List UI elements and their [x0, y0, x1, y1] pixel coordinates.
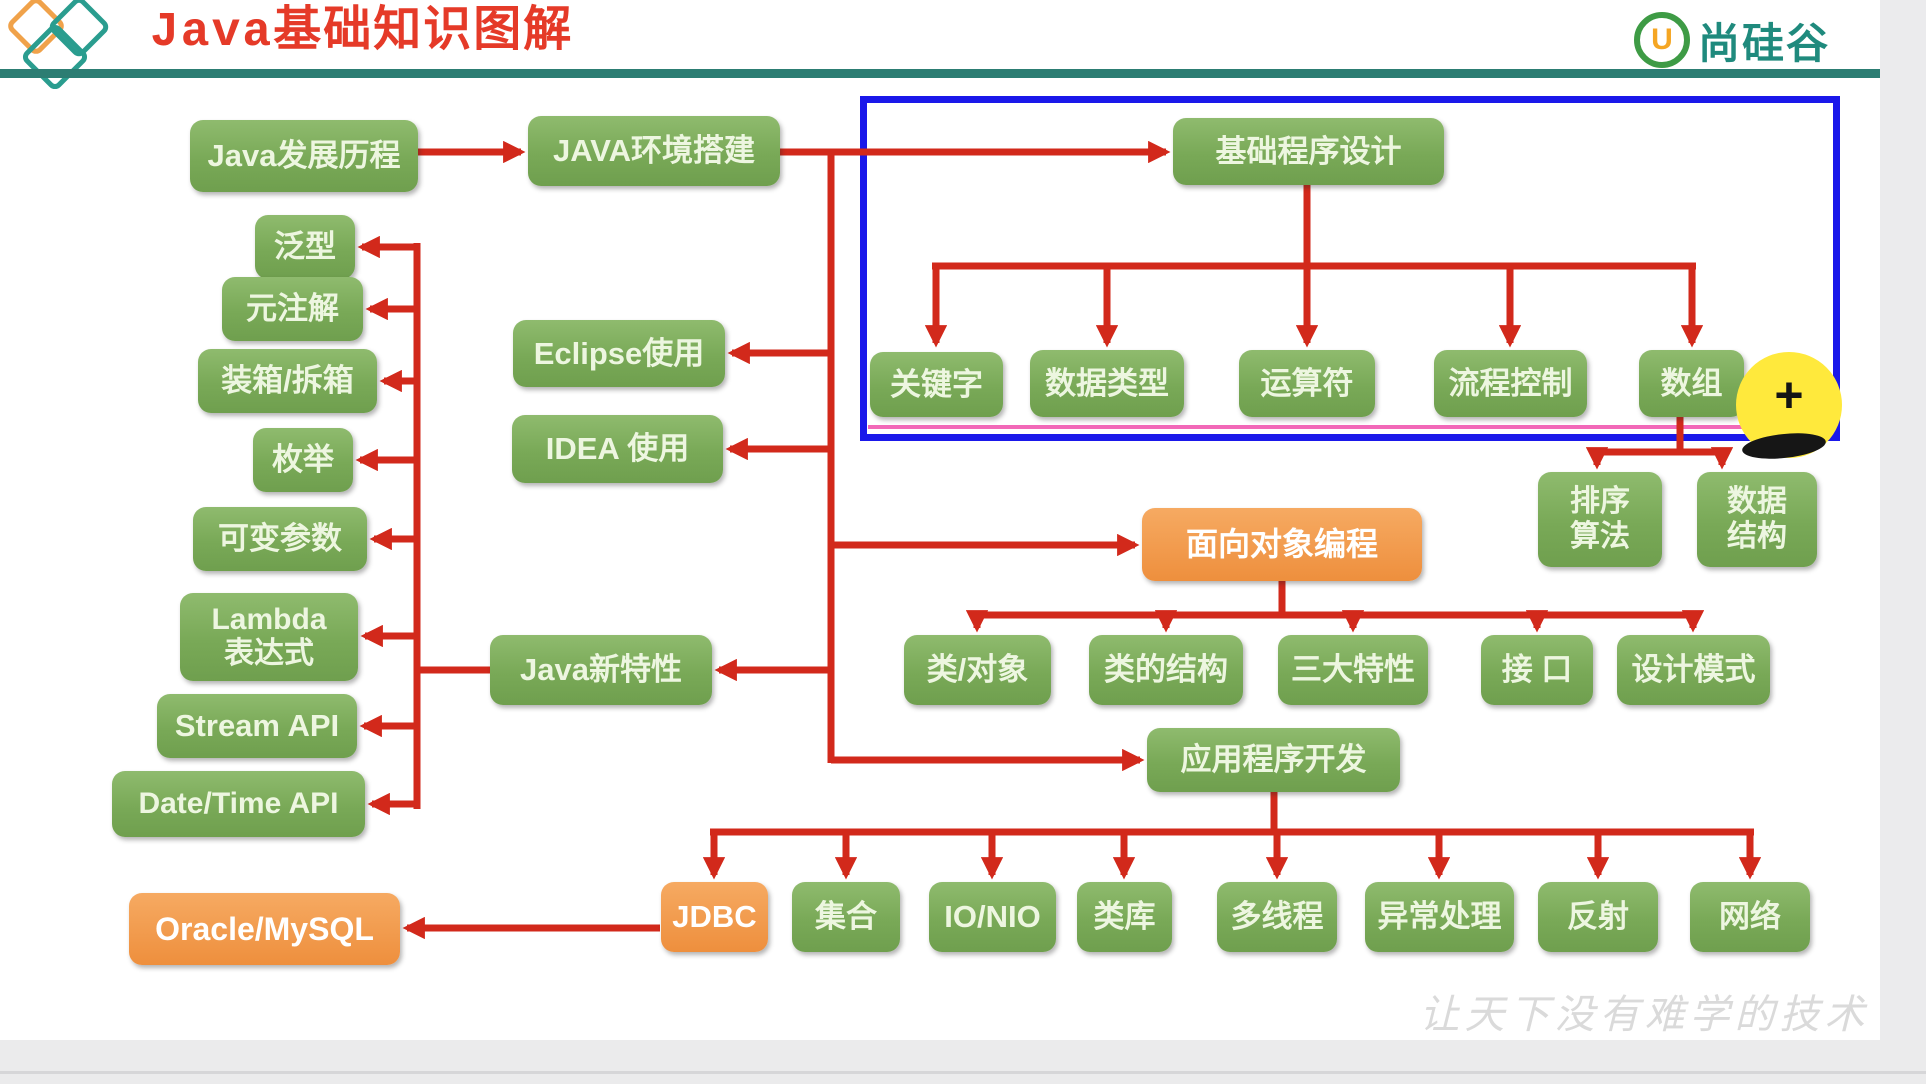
- node-env-setup: JAVA环境搭建: [528, 116, 780, 186]
- node-data-types: 数据类型: [1030, 350, 1184, 417]
- node-keywords: 关键字: [870, 352, 1003, 417]
- bottom-divider-line: [0, 1071, 1926, 1074]
- pink-annotation-line: [868, 425, 1832, 429]
- node-enumeration: 枚举: [253, 428, 353, 492]
- node-multithreading: 多线程: [1217, 882, 1337, 952]
- page-title: Java基础知识图解: [150, 6, 574, 60]
- node-interface: 接 口: [1481, 635, 1593, 705]
- node-exception-handling: 异常处理: [1365, 882, 1514, 952]
- node-app-dev: 应用程序开发: [1147, 728, 1400, 792]
- node-flow-control: 流程控制: [1434, 350, 1587, 417]
- brand-name: 尚硅谷: [1698, 19, 1831, 67]
- node-new-features: Java新特性: [490, 635, 712, 705]
- node-data-structures: 数据 结构: [1697, 472, 1817, 567]
- node-java-history: Java发展历程: [190, 120, 418, 192]
- node-oop: 面向对象编程: [1142, 508, 1422, 581]
- node-three-features: 三大特性: [1278, 635, 1428, 705]
- node-sorting-algorithms: 排序 算法: [1538, 472, 1662, 567]
- header-divider: [0, 69, 1880, 78]
- node-reflection: 反射: [1538, 882, 1658, 952]
- node-meta-annotation: 元注解: [222, 277, 363, 341]
- node-operators: 运算符: [1239, 350, 1375, 417]
- node-arrays: 数组: [1639, 350, 1744, 417]
- node-jdbc: JDBC: [661, 882, 768, 952]
- plus-cursor-icon: +: [1774, 367, 1804, 423]
- node-network: 网络: [1690, 882, 1810, 952]
- node-basic-programming: 基础程序设计: [1173, 118, 1444, 185]
- node-class-library: 类库: [1077, 882, 1172, 952]
- node-oracle-mysql: Oracle/MySQL: [129, 893, 400, 965]
- diamonds-logo-icon: [0, 0, 130, 95]
- watermark-text: 让天下没有难学的技术: [1419, 992, 1870, 1038]
- node-class-structure: 类的结构: [1089, 635, 1243, 705]
- node-idea: IDEA 使用: [512, 415, 723, 483]
- brand-u-icon: U: [1634, 12, 1690, 68]
- highlight-cursor: +: [1736, 352, 1842, 463]
- node-io-nio: IO/NIO: [929, 882, 1056, 952]
- brand-logo: U 尚硅谷: [1634, 12, 1830, 68]
- right-gray-strip: [1880, 0, 1926, 1084]
- basics-highlight-frame: [860, 96, 1840, 441]
- node-eclipse: Eclipse使用: [513, 320, 725, 387]
- node-class-object: 类/对象: [904, 635, 1051, 705]
- node-generics: 泛型: [255, 215, 355, 279]
- node-collections: 集合: [792, 882, 900, 952]
- bottom-gray-strip: [0, 1040, 1926, 1084]
- node-boxing-unboxing: 装箱/拆箱: [198, 349, 377, 413]
- connector-group: [355, 140, 1762, 940]
- node-lambda: Lambda 表达式: [180, 593, 358, 681]
- node-datetime-api: Date/Time API: [112, 771, 365, 837]
- node-stream-api: Stream API: [157, 694, 357, 758]
- node-varargs: 可变参数: [193, 507, 367, 571]
- node-design-patterns: 设计模式: [1617, 635, 1770, 705]
